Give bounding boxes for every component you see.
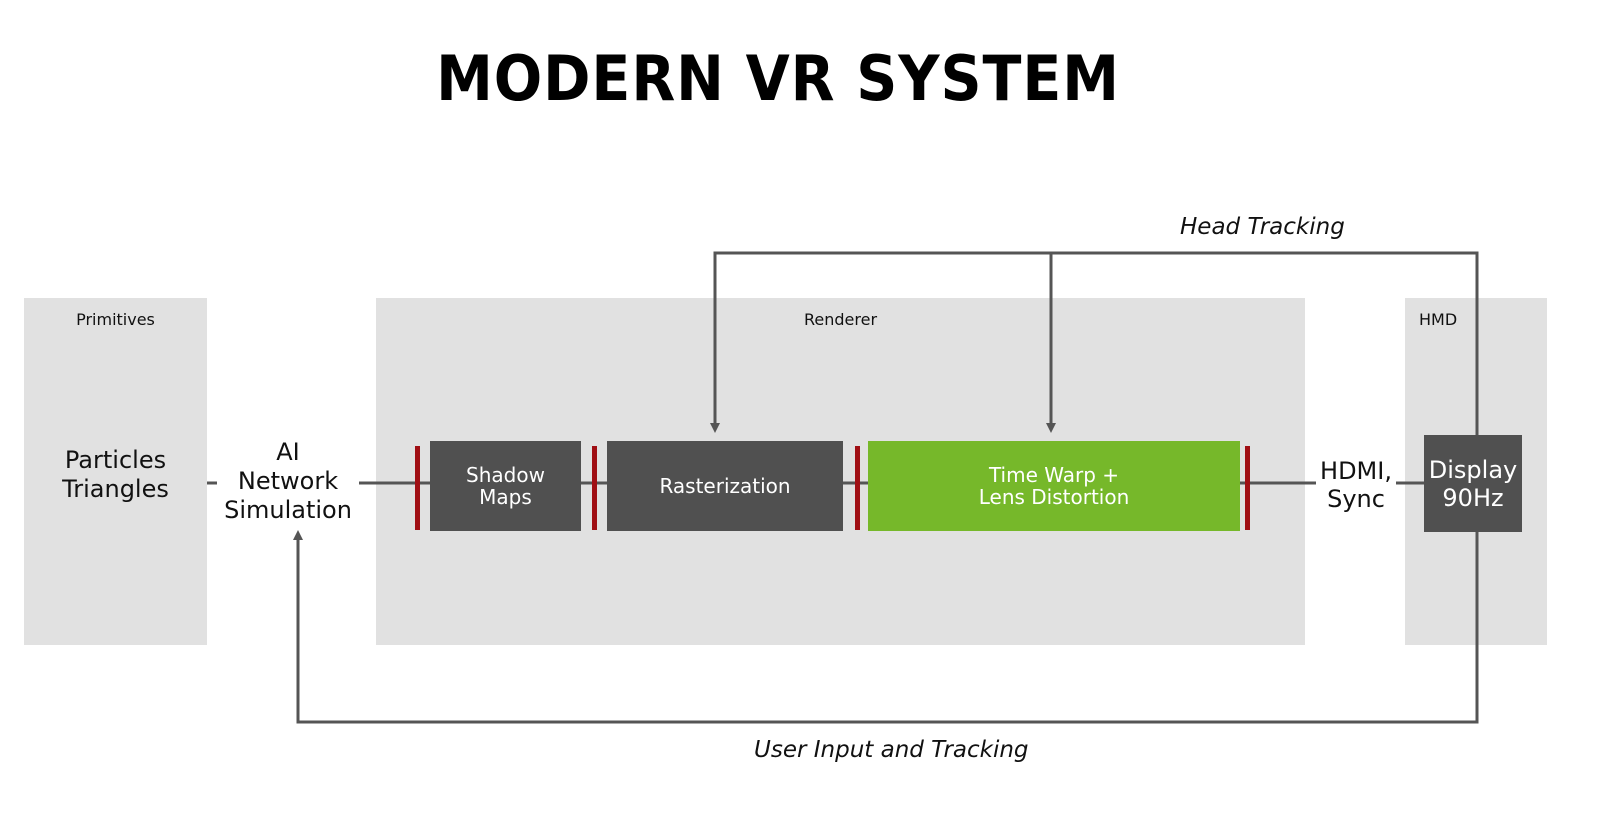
user-input-label: User Input and Tracking — [754, 737, 1029, 763]
primitives-panel-label: Primitives — [76, 310, 155, 329]
sync-marker — [592, 446, 597, 530]
sync-marker — [415, 446, 420, 530]
rasterization-stage: Rasterization — [607, 441, 843, 531]
shadow-maps-stage: Shadow Maps — [430, 441, 581, 531]
display-stage: Display 90Hz — [1424, 435, 1522, 532]
simulation-stage: AI Network Simulation — [224, 438, 352, 524]
sync-marker — [1245, 446, 1250, 530]
hmd-panel-label: HMD — [1419, 310, 1458, 329]
user-input-loop — [293, 530, 1479, 724]
head-tracking-loop — [710, 251, 1479, 435]
renderer-panel-label: Renderer — [803, 310, 878, 329]
diagram-title: MODERN VR SYSTEM — [436, 42, 1120, 115]
hdmi-sync-stage: HDMI, Sync — [1316, 457, 1396, 513]
sync-marker — [855, 446, 860, 530]
time-warp-stage: Time Warp + Lens Distortion — [868, 441, 1240, 531]
primitives-content: Particles Triangles — [62, 446, 169, 503]
primitives-panel: Primitives Particles Triangles — [24, 298, 207, 645]
head-tracking-label: Head Tracking — [1180, 214, 1345, 240]
